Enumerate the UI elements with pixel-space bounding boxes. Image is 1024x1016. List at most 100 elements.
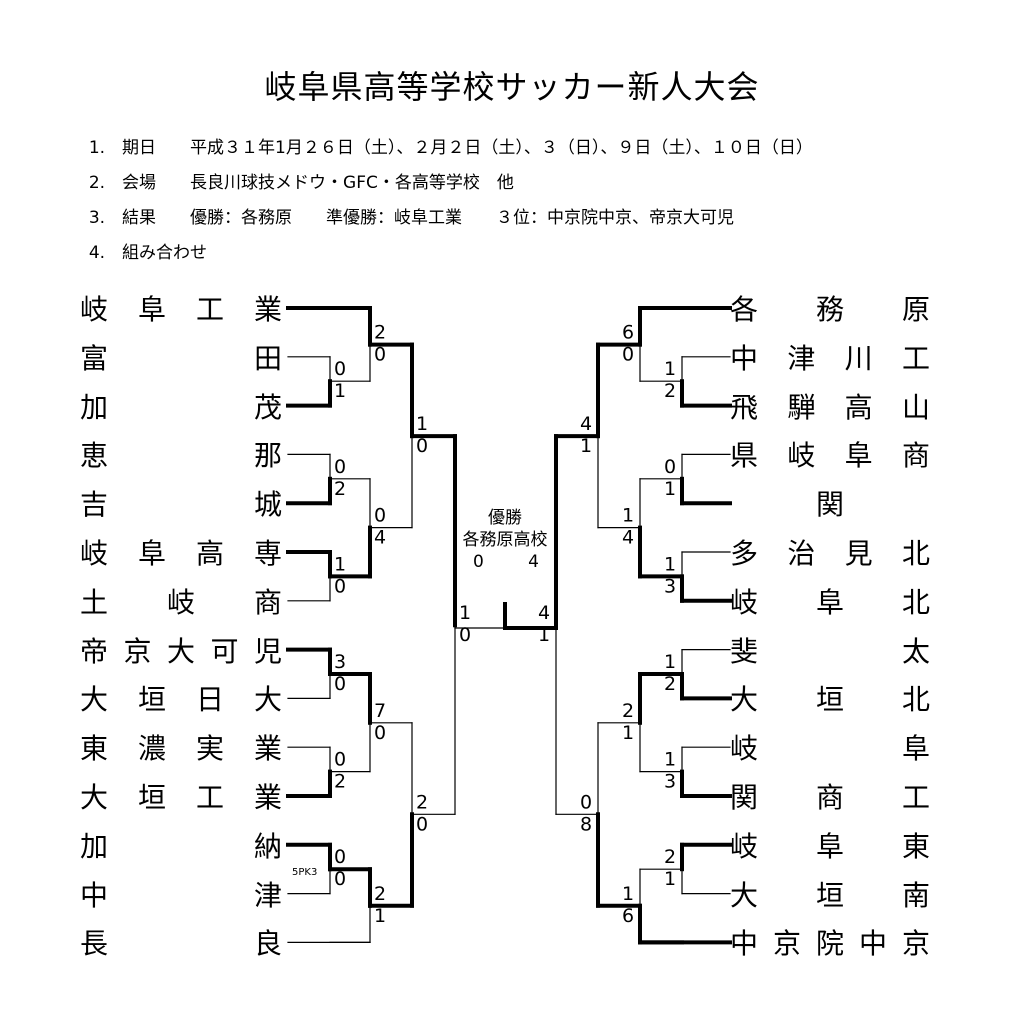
team-char: 太 bbox=[901, 634, 930, 668]
team-char: 垣 bbox=[137, 781, 166, 814]
r-r1-b-score-top: 0 bbox=[664, 456, 676, 478]
right-team-14: 中京院中京 bbox=[730, 925, 930, 961]
team-char: 長 bbox=[80, 927, 109, 961]
team-char: 関 bbox=[730, 781, 759, 814]
team-char: 田 bbox=[253, 341, 282, 375]
team-char: 納 bbox=[253, 829, 282, 863]
r-r1-c-score-top: 1 bbox=[664, 553, 676, 575]
team-char: 業 bbox=[253, 293, 282, 326]
l-r1-e-score-bottom: 2 bbox=[334, 771, 346, 793]
right-team-6: 多治見北 bbox=[730, 535, 930, 570]
l-r1-a-score-top: 0 bbox=[334, 358, 346, 380]
team-char: 各 bbox=[730, 293, 759, 326]
r-r2-a-score-top: 6 bbox=[622, 322, 634, 344]
left-team-7: 土岐商 bbox=[80, 584, 282, 619]
team-char: 高 bbox=[844, 390, 873, 424]
r-r1-f-score-top: 2 bbox=[664, 846, 676, 868]
r-r1-d-score-bottom: 2 bbox=[664, 673, 676, 695]
team-char: 加 bbox=[80, 829, 109, 863]
right-team-11: 関商工 bbox=[730, 779, 930, 814]
r-r1-a-score-bottom: 2 bbox=[664, 380, 676, 402]
l-r1-d-score-bottom: 0 bbox=[334, 673, 346, 695]
team-char: 阜 bbox=[815, 585, 844, 619]
team-char: 見 bbox=[844, 537, 873, 570]
team-char: 中 bbox=[80, 878, 109, 912]
final-score-right: 4 bbox=[528, 552, 539, 572]
left-team-2: 富田 bbox=[80, 340, 282, 375]
team-char: 山 bbox=[901, 390, 930, 424]
left-team-11: 大垣工業 bbox=[80, 779, 282, 814]
left-team-6: 岐阜高専 bbox=[80, 535, 282, 570]
team-char: 工 bbox=[195, 781, 224, 814]
r-r1-e-score-top: 1 bbox=[664, 749, 676, 771]
l-r3-a-score-bottom: 0 bbox=[416, 435, 428, 457]
team-char: 騨 bbox=[787, 390, 816, 424]
team-char: 大 bbox=[80, 781, 109, 814]
team-char: 津 bbox=[253, 878, 282, 912]
team-char: 岐 bbox=[730, 732, 759, 766]
team-char: 大 bbox=[730, 683, 759, 717]
left-team-5: 吉城 bbox=[80, 486, 282, 521]
right-team-9: 大垣北 bbox=[730, 681, 930, 717]
r-r2-d-score-bottom: 6 bbox=[622, 905, 634, 927]
team-char: 京 bbox=[901, 927, 930, 961]
team-char: 垣 bbox=[137, 683, 166, 717]
left-team-4: 恵那 bbox=[80, 437, 282, 473]
right-team-7: 岐阜北 bbox=[730, 584, 930, 619]
right-team-3: 飛騨高山 bbox=[730, 389, 930, 424]
team-char: 京 bbox=[772, 927, 801, 961]
team-char: 土 bbox=[80, 585, 109, 619]
l-r3-b-score-bottom: 0 bbox=[416, 813, 428, 835]
info-label: 期日 bbox=[122, 138, 157, 158]
page-title: 岐阜県高等学校サッカー新人大会 bbox=[264, 68, 760, 106]
team-char: 専 bbox=[253, 537, 282, 570]
team-char: 中 bbox=[858, 927, 887, 961]
l-sf-score-top: 1 bbox=[459, 602, 471, 624]
r-r2-d-score-top: 1 bbox=[622, 883, 634, 905]
team-char: 京 bbox=[123, 634, 152, 668]
team-char: 濃 bbox=[137, 732, 166, 766]
team-char: 川 bbox=[844, 341, 873, 375]
r-r1-d-score-top: 1 bbox=[664, 651, 676, 673]
team-char: 那 bbox=[253, 439, 282, 473]
team-char: 加 bbox=[80, 390, 109, 424]
l-r3-b-score-top: 2 bbox=[416, 791, 428, 813]
left-team-3: 加茂 bbox=[80, 389, 282, 424]
team-char: 原 bbox=[901, 293, 930, 326]
team-char: 業 bbox=[253, 781, 282, 814]
left-team-14: 長良 bbox=[80, 925, 282, 961]
l-r1-c-score-top: 1 bbox=[334, 553, 346, 575]
r-sf-score-top: 4 bbox=[538, 602, 550, 624]
left-team-1: 岐阜工業 bbox=[80, 291, 282, 326]
info-text: 平成３１年1月２６日（土）、２月２日（土）、３（日）、９日（土）、１０日（日） bbox=[190, 138, 813, 158]
team-char: 岐 bbox=[80, 537, 109, 570]
team-char: 岐 bbox=[80, 293, 109, 326]
r-r3-b-score-top: 0 bbox=[580, 791, 592, 813]
info-row-result: 3. 結果 優勝：各務原 準優勝：岐阜工業 ３位：中京院中京、帝京大可児 bbox=[78, 183, 734, 228]
l-r1-e-score-top: 0 bbox=[334, 749, 346, 771]
right-team-8: 斐太 bbox=[730, 633, 930, 668]
team-char: 北 bbox=[901, 537, 930, 570]
info-no: 3. bbox=[88, 208, 106, 228]
team-char: 津 bbox=[787, 341, 816, 375]
r-r1-e-score-bottom: 3 bbox=[664, 771, 676, 793]
l-r1-b-score-bottom: 2 bbox=[334, 478, 346, 500]
right-team-2: 中津川工 bbox=[730, 340, 930, 375]
l-r2-d-score-bottom: 1 bbox=[374, 905, 386, 927]
team-char: 帝 bbox=[80, 634, 109, 668]
team-char: 県 bbox=[730, 439, 759, 473]
l-r1-c-score-bottom: 0 bbox=[334, 575, 346, 597]
team-char: 阜 bbox=[901, 732, 930, 766]
team-char: 中 bbox=[730, 927, 759, 961]
final-score-left: 0 bbox=[473, 552, 484, 572]
team-char: 実 bbox=[195, 732, 224, 766]
left-team-10: 東濃実業 bbox=[80, 730, 282, 766]
team-char: 関 bbox=[815, 488, 844, 522]
r-r1-f-score-bottom: 1 bbox=[664, 868, 676, 890]
r-r2-c-score-top: 2 bbox=[622, 700, 634, 722]
l-r1-d-score-top: 3 bbox=[334, 651, 346, 673]
team-char: 商 bbox=[901, 439, 930, 473]
r-r3-a-score-top: 4 bbox=[580, 413, 592, 435]
info-text: 優勝：各務原 準優勝：岐阜工業 ３位：中京院中京、帝京大可児 bbox=[190, 208, 735, 228]
info-label: 組み合わせ bbox=[122, 243, 208, 263]
